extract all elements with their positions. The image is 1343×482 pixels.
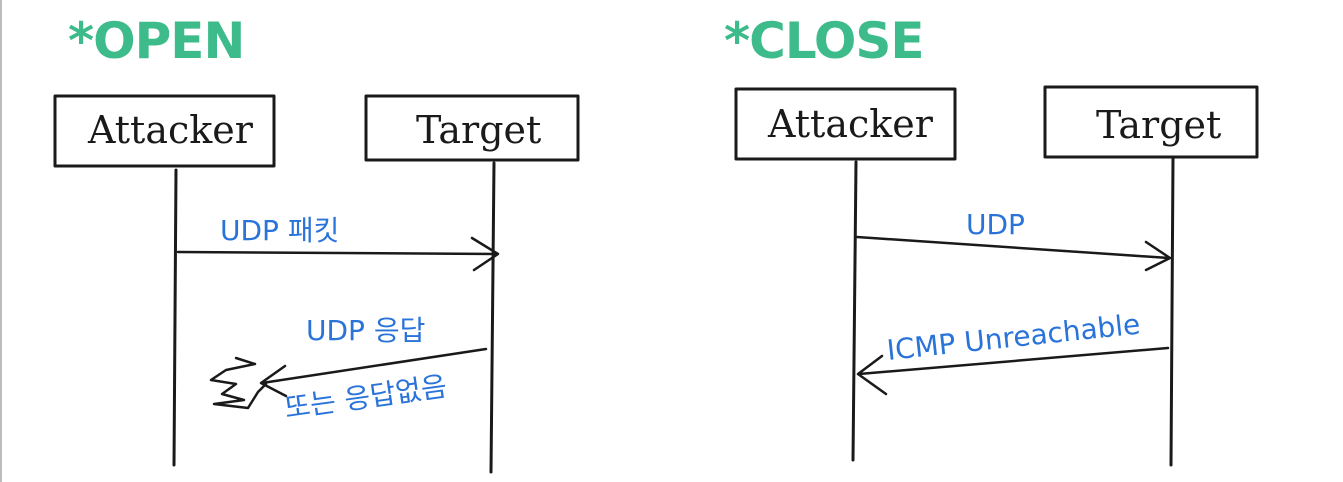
open-panel: *OPEN Attacker Target UDP 패킷 UDP 응답 또는 응…	[53, 12, 580, 474]
open-panel-title: *OPEN	[68, 12, 244, 70]
open-attacker-box	[53, 94, 276, 168]
close-target-box	[1043, 85, 1259, 159]
close-request-label: UDP	[966, 208, 1025, 241]
close-attacker-label: Attacker	[767, 102, 934, 146]
open-request-arrow	[176, 236, 500, 272]
no-response-scribble-icon	[209, 356, 268, 410]
open-target-label: Target	[416, 108, 541, 152]
open-target-box	[364, 94, 580, 162]
close-panel: *CLOSE Attacker Target UDP ICMP Unreacha…	[724, 12, 1259, 467]
close-attacker-lifeline	[851, 160, 858, 462]
close-panel-title: *CLOSE	[724, 12, 924, 70]
open-request-label: UDP 패킷	[220, 214, 339, 247]
open-target-lifeline	[489, 161, 496, 474]
open-response-arrow	[259, 347, 488, 398]
open-no-response-label: 또는 응답없음	[282, 370, 448, 425]
close-response-label: ICMP Unreachable	[885, 308, 1141, 367]
close-request-arrow	[855, 235, 1172, 272]
close-target-label: Target	[1096, 103, 1221, 147]
open-attacker-lifeline	[172, 168, 178, 467]
open-attacker-label: Attacker	[87, 108, 254, 152]
open-response-label: UDP 응답	[306, 314, 425, 347]
close-target-lifeline	[1169, 156, 1175, 467]
close-response-arrow	[856, 346, 1170, 396]
close-attacker-box	[734, 87, 957, 161]
